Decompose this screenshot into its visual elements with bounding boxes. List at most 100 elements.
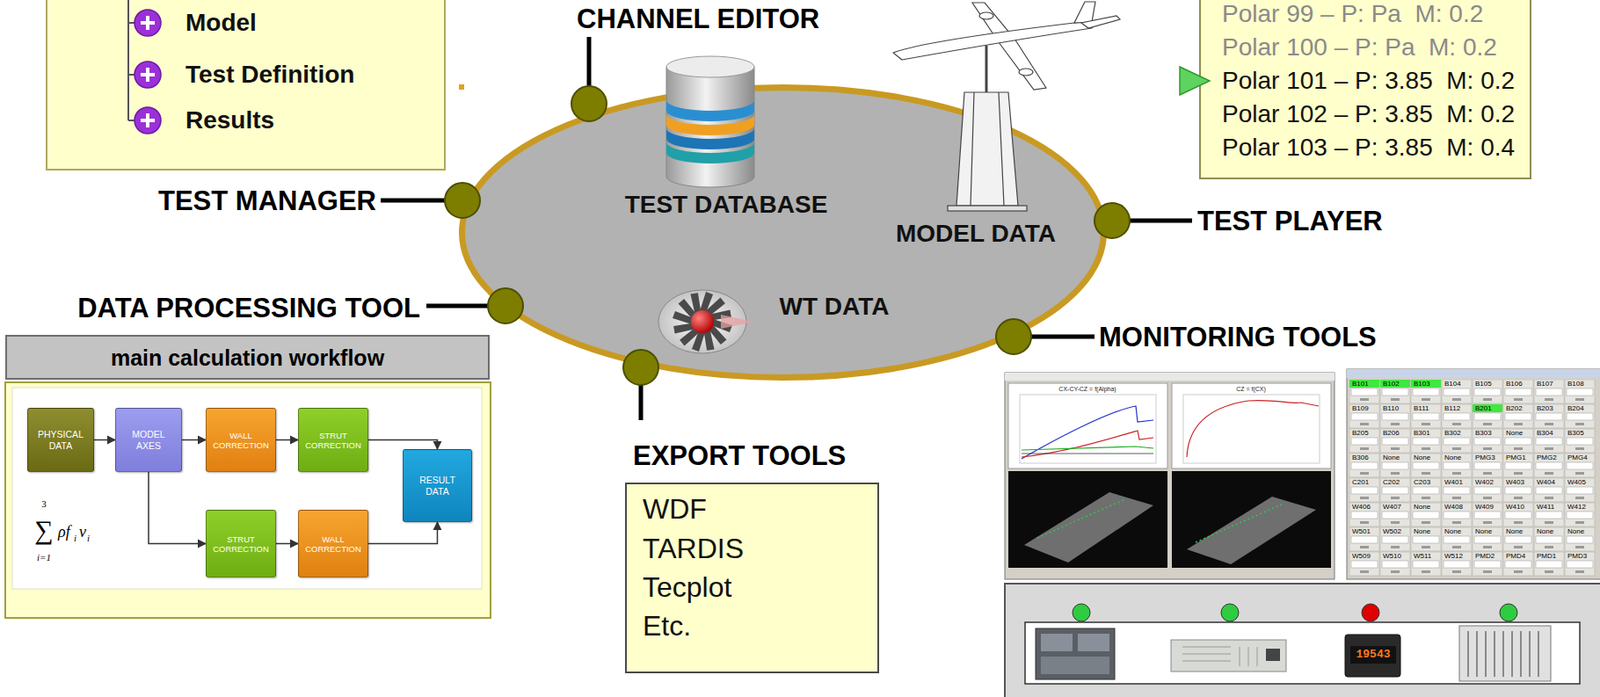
channel-cell-name: B111 bbox=[1413, 404, 1430, 414]
channel-cell-name: B106 bbox=[1505, 379, 1523, 389]
channel-cell-name: W401 bbox=[1444, 478, 1463, 488]
channel-cell-name: B109 bbox=[1352, 404, 1369, 414]
channel-cell-name: W405 bbox=[1567, 478, 1586, 488]
instrument-panel bbox=[1004, 583, 1600, 697]
formula-part: i=1 bbox=[36, 552, 51, 564]
channel-cell-name: B305 bbox=[1567, 429, 1585, 438]
channel-cell-name: B104 bbox=[1444, 379, 1462, 389]
monitor-plot-screenshot bbox=[1004, 372, 1335, 580]
process-box: PHYSICAL DATA bbox=[27, 407, 95, 473]
database-icon bbox=[666, 56, 755, 188]
workflow-title-bar: main calculation workflow bbox=[5, 334, 490, 380]
channel-cell-name: W408 bbox=[1444, 502, 1463, 512]
channel-cell-name: None bbox=[1413, 527, 1431, 537]
formula-part: i bbox=[87, 532, 90, 545]
channel-cell-name: B103 bbox=[1413, 379, 1431, 389]
counter-display: 19543 bbox=[1355, 647, 1390, 662]
channel-cell-name: PMD2 bbox=[1475, 552, 1495, 561]
channel-cell-name: B302 bbox=[1444, 429, 1462, 438]
tree-item: Model bbox=[185, 7, 257, 38]
channel-cell-name: B204 bbox=[1567, 404, 1585, 414]
polar-entry: Polar 103 – P: 3.85 M: 0.4 bbox=[1221, 132, 1515, 163]
facility-ellipse: TEST DATABASE MODEL DATA WT DATA bbox=[458, 84, 1107, 381]
channel-cell-name: None bbox=[1536, 527, 1554, 537]
channel-cell-name: B205 bbox=[1352, 429, 1369, 438]
polar-list: Polar 99 – P: Pa M: 0.2Polar 100 – P: Pa… bbox=[1199, 0, 1532, 180]
channel-cell-name: W407 bbox=[1382, 502, 1402, 512]
formula-part: v bbox=[79, 522, 87, 542]
channel-cell-name: W406 bbox=[1352, 502, 1371, 512]
channel-cell-name: B105 bbox=[1475, 379, 1492, 389]
channel-cell-name: None bbox=[1444, 527, 1462, 537]
formula-part: ρf bbox=[58, 522, 71, 542]
data-store-label: MODEL DATA bbox=[895, 218, 1056, 249]
channel-cell-name: None bbox=[1505, 429, 1523, 438]
box-label: STRUT CORRECTION bbox=[210, 534, 272, 554]
channel-cell-name: B110 bbox=[1382, 404, 1399, 414]
channel-cell-name: PMD1 bbox=[1536, 552, 1557, 561]
format-item: TARDIS bbox=[642, 531, 744, 566]
tree-item: Test Definition bbox=[185, 59, 355, 90]
tree-item: Results bbox=[185, 105, 275, 136]
channel-cell-name: None bbox=[1444, 453, 1462, 463]
polar-entry: Polar 102 – P: 3.85 M: 0.2 bbox=[1221, 99, 1515, 130]
channel-cell-name: W512 bbox=[1444, 552, 1463, 561]
flow-arrow bbox=[368, 440, 438, 451]
channel-cell-name: B203 bbox=[1536, 404, 1554, 414]
flow-arrow bbox=[148, 472, 206, 545]
channel-cell-name: W412 bbox=[1567, 502, 1586, 512]
callout-label: DATA PROCESSING TOOL bbox=[77, 291, 421, 325]
channel-cell-name: PMG1 bbox=[1505, 453, 1527, 463]
leader-dots bbox=[444, 86, 1130, 386]
channel-cell-name: None bbox=[1567, 527, 1585, 537]
polar-entry: Polar 99 – P: Pa M: 0.2 bbox=[1221, 0, 1484, 30]
channel-cell-name: B112 bbox=[1444, 404, 1461, 414]
channel-cell-name: PMG2 bbox=[1536, 453, 1557, 463]
box-label: WALL CORRECTION bbox=[302, 534, 364, 554]
channel-cell-name: W502 bbox=[1382, 527, 1402, 537]
data-store-label: TEST DATABASE bbox=[625, 189, 829, 220]
channel-cell-name: W409 bbox=[1475, 502, 1494, 512]
data-store-label: WT DATA bbox=[779, 291, 890, 322]
box-label: MODEL AXES bbox=[119, 429, 178, 452]
process-box: STRUT CORRECTION bbox=[298, 407, 369, 473]
process-box: STRUT CORRECTION bbox=[205, 509, 277, 578]
channel-cell-name: None bbox=[1475, 527, 1492, 537]
channel-cell-name: B301 bbox=[1413, 429, 1431, 438]
channel-cell-name: W509 bbox=[1352, 552, 1371, 561]
channel-cell-name: B107 bbox=[1536, 379, 1554, 389]
callout-label: EXPORT TOOLS bbox=[632, 439, 846, 473]
polar-entry: Polar 100 – P: Pa M: 0.2 bbox=[1221, 32, 1498, 63]
chart-title: CX-CY-CZ = f(Alpha) bbox=[1058, 385, 1116, 393]
process-box: RESULT DATA bbox=[402, 449, 473, 523]
channel-cell-name: W403 bbox=[1505, 478, 1525, 488]
channel-cell-name: None bbox=[1505, 527, 1523, 537]
box-label: RESULT DATA bbox=[407, 474, 468, 498]
channel-cell-name: C202 bbox=[1382, 478, 1400, 488]
callout-label: MONITORING TOOLS bbox=[1098, 320, 1377, 354]
callout-label: TEST MANAGER bbox=[158, 184, 377, 218]
formula-part: ∑ bbox=[34, 514, 53, 546]
formula-part: 3 bbox=[41, 498, 47, 510]
channel-cell-name: B201 bbox=[1475, 404, 1492, 414]
channel-cell-name: PMD4 bbox=[1505, 552, 1526, 561]
box-label: STRUT CORRECTION bbox=[302, 430, 364, 451]
engine-icon bbox=[658, 290, 754, 354]
channel-cell-name: W404 bbox=[1536, 478, 1556, 488]
formula-part: i bbox=[73, 532, 77, 545]
flow-arrow bbox=[181, 439, 206, 442]
channel-cell-name: W411 bbox=[1536, 502, 1555, 512]
channel-cell-name: PMG4 bbox=[1567, 453, 1588, 463]
channel-cell-name: C203 bbox=[1413, 478, 1431, 488]
channel-cell-name: B304 bbox=[1536, 429, 1554, 438]
channel-cell-name: B108 bbox=[1567, 379, 1585, 389]
format-item: WDF bbox=[642, 492, 707, 526]
aircraft-on-stand bbox=[893, 1, 1120, 211]
process-box: MODEL AXES bbox=[115, 407, 182, 473]
chart-title: CZ = f(CX) bbox=[1236, 385, 1266, 393]
leader-lines bbox=[380, 36, 1193, 421]
channel-cell-name: None bbox=[1413, 502, 1431, 512]
channel-cell-name: None bbox=[1413, 453, 1431, 463]
flow-arrow bbox=[94, 439, 116, 442]
callout-label: CHANNEL EDITOR bbox=[576, 2, 820, 36]
